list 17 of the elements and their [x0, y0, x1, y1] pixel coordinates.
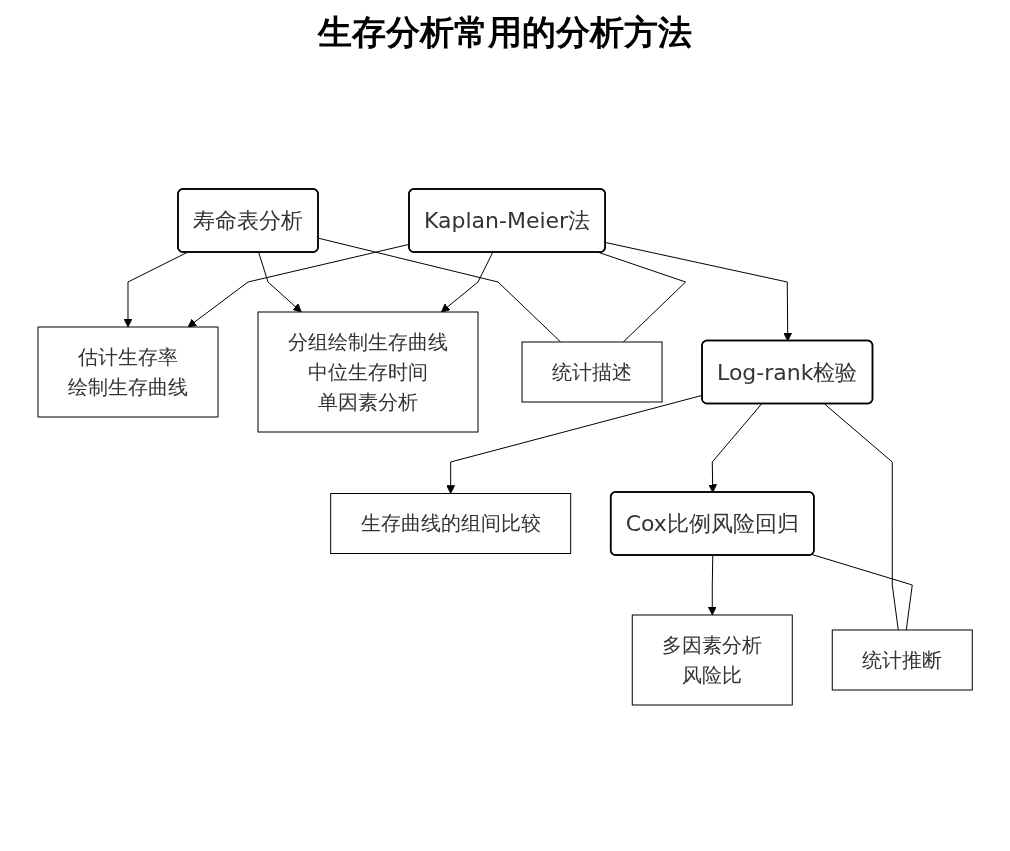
connector [811, 554, 913, 631]
node-box: 估计生存率 绘制生存曲线 [37, 326, 219, 418]
arrow [708, 403, 762, 493]
arrow [258, 252, 302, 313]
node-box: 统计推断 [831, 629, 973, 691]
arrow [707, 555, 717, 616]
node-box: 生存曲线的组间比较 [330, 493, 572, 554]
arrow [123, 252, 188, 328]
arrow [440, 252, 493, 313]
arrow [605, 242, 792, 342]
node-box: 分组绘制生存曲线 中位生存时间 单因素分析 [257, 311, 479, 433]
node-box: 统计描述 [521, 341, 663, 403]
connector [598, 252, 686, 343]
node-box: 多因素分析 风险比 [631, 614, 793, 706]
connector [823, 403, 899, 631]
connector [317, 237, 562, 343]
diagram-title: 生存分析常用的分析方法 [316, 11, 693, 54]
